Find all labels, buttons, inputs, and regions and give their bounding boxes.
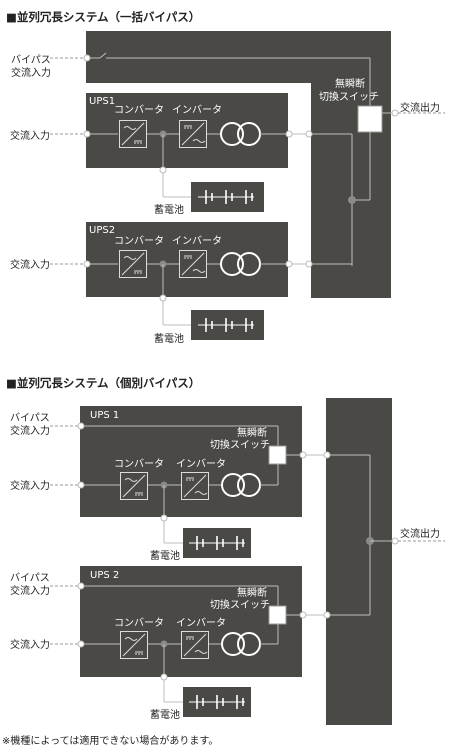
converter-icon-2b: [120, 631, 148, 659]
converter-label-2b: コンバータ: [114, 617, 164, 629]
transfer-switch-2a: [268, 445, 287, 465]
ac-output-label-2: 交流出力: [400, 527, 440, 540]
bypass-input-label-1: バイパス: [11, 54, 51, 66]
ac-input-label-2a: 交流入力: [10, 479, 50, 492]
ac-input-label-1a: 交流入力: [10, 129, 50, 142]
inverter-icon-2b: [181, 631, 209, 659]
ac-input-label-2b: 交流入力: [10, 638, 50, 651]
inverter-icon-2a: [181, 472, 209, 500]
switch-label-2a-b: 切換スイッチ: [210, 439, 270, 451]
switch-label-2b-b: 切換スイッチ: [210, 599, 270, 611]
ups1-label-2: UPS 1: [90, 410, 119, 421]
switch-label-2b: 無瞬断: [237, 586, 267, 599]
ups1-label-1: UPS1: [89, 96, 115, 107]
battery-label-2a: 蓄電池: [150, 549, 180, 562]
inverter-icon-1b: [179, 250, 207, 278]
bypass-input-label-2b: バイパス: [10, 572, 50, 584]
bypass-input-label-2a-b: 交流入力: [10, 424, 50, 437]
converter-icon-1a: [119, 120, 147, 148]
inverter-label-1b: インバータ: [172, 235, 222, 247]
switch-label-2a: 無瞬断: [237, 426, 267, 439]
converter-label-2a: コンバータ: [114, 458, 164, 470]
battery-label-1b: 蓄電池: [154, 332, 184, 345]
ups2-label-2: UPS 2: [90, 570, 119, 581]
inverter-label-1a: インバータ: [172, 104, 222, 116]
transfer-switch-2b: [268, 605, 287, 625]
battery-icon-2a: [189, 536, 245, 550]
battery-label-2b: 蓄電池: [150, 708, 180, 721]
bypass-input-label-2b-b: 交流入力: [10, 584, 50, 597]
inverter-label-2a: インバータ: [176, 458, 226, 470]
bypass-panel-1: [86, 31, 391, 298]
battery-icon-1b: [198, 318, 254, 332]
transfer-switch-1: [357, 105, 383, 133]
diagram1-title: ■並列冗長システム（一括バイパス）: [6, 10, 200, 24]
ups2-label-1: UPS2: [89, 225, 115, 236]
switch-label-1: 無瞬断: [335, 77, 365, 90]
bypass-input-label-1b: 交流入力: [11, 66, 51, 79]
diagram2-title: ■並列冗長システム（個別バイパス）: [6, 376, 200, 390]
output-panel-2: [326, 398, 392, 725]
inverter-label-2b: インバータ: [176, 617, 226, 629]
battery-icon-2b: [189, 695, 245, 709]
converter-icon-2a: [120, 472, 148, 500]
battery-label-1a: 蓄電池: [154, 203, 184, 216]
inverter-icon-1a: [179, 120, 207, 148]
bypass-line-1: [50, 52, 371, 106]
converter-icon-1b: [119, 250, 147, 278]
converter-label-1a: コンバータ: [114, 104, 164, 116]
ac-output-label-1: 交流出力: [400, 101, 440, 114]
battery-icon-1a: [198, 190, 254, 204]
ac-input-label-1b: 交流入力: [10, 258, 50, 271]
footnote: ※機種によっては適用できない場合があります。: [2, 734, 218, 747]
switch-label-1b: 切換スイッチ: [319, 91, 379, 103]
converter-label-1b: コンバータ: [114, 235, 164, 247]
bypass-input-label-2a: バイパス: [10, 412, 50, 424]
